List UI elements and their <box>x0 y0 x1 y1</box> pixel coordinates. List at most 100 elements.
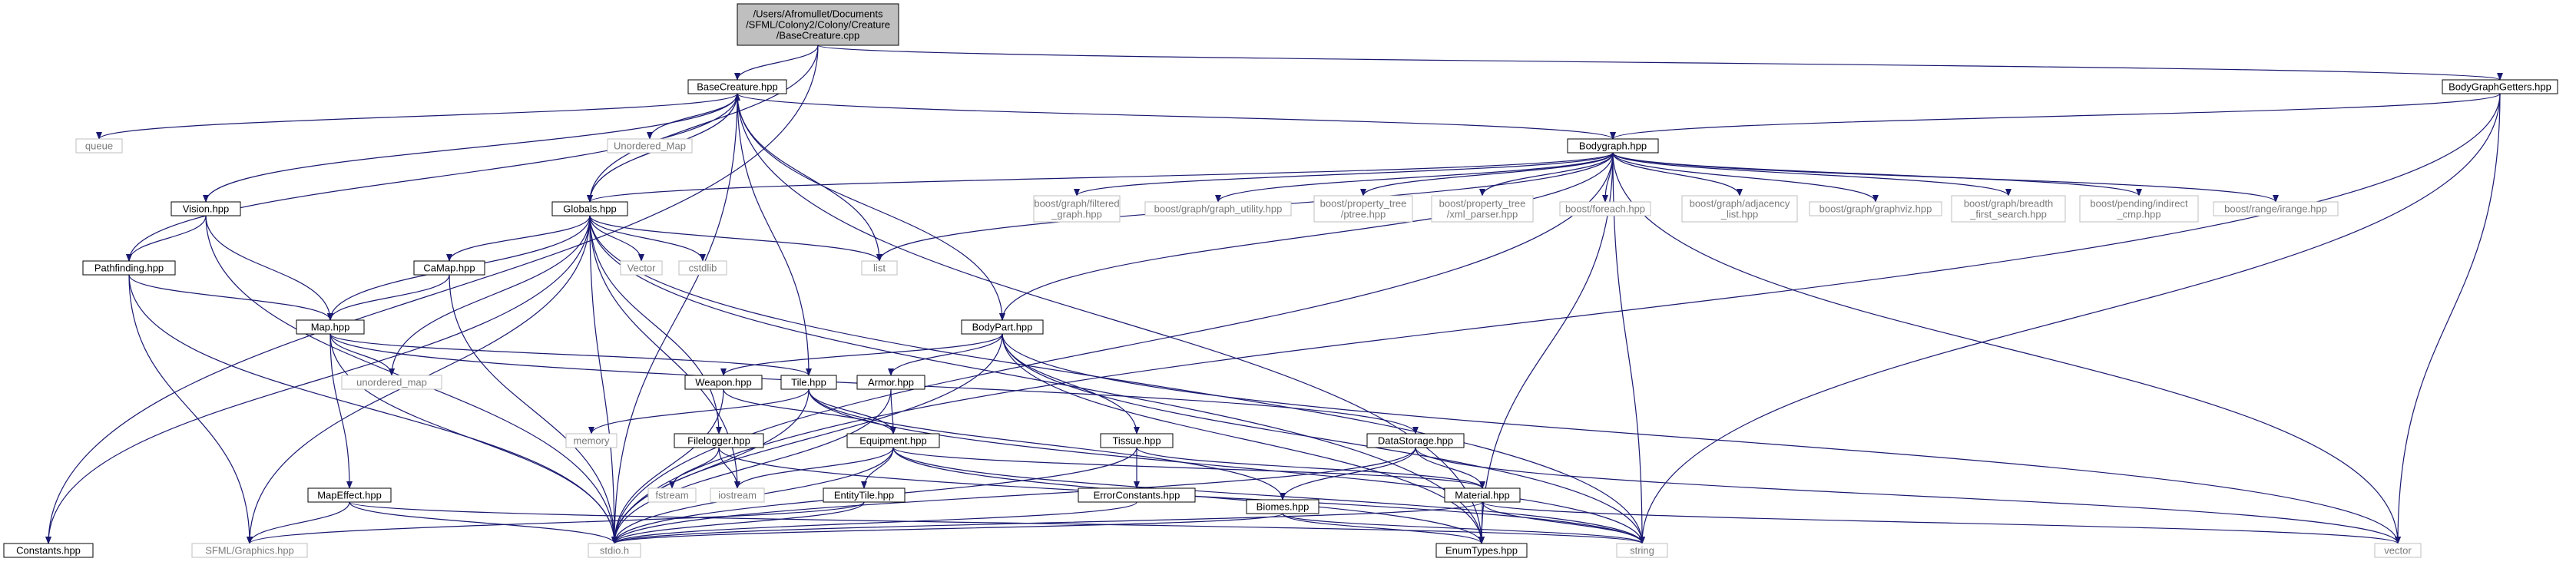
node-boost-filtered: boost/graph/filtered_graph.hpp <box>1033 195 1121 223</box>
node-bodypart-hpp[interactable]: BodyPart.hpp <box>961 319 1044 335</box>
edge-armor_hpp-to-stdio_h <box>611 388 892 544</box>
node-box <box>191 543 308 558</box>
node-box <box>678 260 727 276</box>
edge-bodygraph_hpp-to-boost_adjacency <box>1612 152 1743 197</box>
node-label: Filelogger.hpp <box>687 435 750 447</box>
node-boost-irange: boost/range/irange.hpp <box>2213 201 2339 216</box>
node-tissue-hpp[interactable]: Tissue.hpp <box>1100 433 1174 448</box>
node-box <box>1567 138 1659 154</box>
node-box <box>171 201 241 216</box>
node-box <box>551 201 628 216</box>
edge-weapon_hpp-to-equipment_hpp <box>723 388 896 434</box>
edge-globals_hpp-to-filelogger_hpp <box>589 215 722 434</box>
node-tile-hpp[interactable]: Tile.hpp <box>780 375 837 390</box>
edge-bodygraph_hpp-to-bodypart_hpp <box>999 152 1614 321</box>
edge-mapeffect_hpp-to-stdio_h <box>349 501 618 544</box>
edge-root-to-basecreature_hpp <box>734 45 819 81</box>
edge-camap_hpp-to-stdio_h <box>449 274 618 544</box>
edge-errorconstants_hpp-to-stdio_h <box>611 501 1137 544</box>
node-label: /Users/Afromullet/Documents <box>753 8 883 20</box>
node-box <box>687 79 787 94</box>
node-box <box>710 487 765 503</box>
node-vision-hpp[interactable]: Vision.hpp <box>171 201 241 216</box>
node-cstdlib: cstdlib <box>678 260 727 276</box>
node-pathfinding-hpp[interactable]: Pathfinding.hpp <box>82 260 176 276</box>
node-label: boost/foreach.hpp <box>1565 203 1645 215</box>
node-label: CaMap.hpp <box>423 263 475 274</box>
node-weapon-hpp[interactable]: Weapon.hpp <box>684 375 763 390</box>
node-box <box>413 260 485 276</box>
edge-bodygraph_hpp-to-boost_irange <box>1612 152 2279 203</box>
edge-filelogger_hpp-to-fstream <box>669 447 720 489</box>
node-globals-hpp[interactable]: Globals.hpp <box>551 201 628 216</box>
edge-biomes_hpp-to-string <box>1282 513 1645 544</box>
edge-bodygraph_hpp-to-boost_indirect_cmp <box>1612 152 2142 197</box>
edge-bodygraph_hpp-to-boost_graphviz <box>1612 152 1879 203</box>
edge-basecreature_hpp-to-stdio_h <box>611 93 738 544</box>
node-label: /xml_parser.hpp <box>1447 209 1518 220</box>
edge-biomes_hpp-to-stdio_h <box>611 513 1283 544</box>
node-box <box>307 487 392 503</box>
node-label: Equipment.hpp <box>859 435 926 447</box>
node-box <box>647 487 697 503</box>
node-entitytile-hpp[interactable]: EntityTile.hpp <box>823 487 906 503</box>
node-box <box>2079 195 2199 223</box>
edge-bodygraph_hpp-to-boost_xml_parser <box>1479 152 1614 197</box>
edge-weapon_hpp-to-stdio_h <box>611 388 724 544</box>
node-label: DataStorage.hpp <box>1378 435 1453 447</box>
node-errorconstants-hpp[interactable]: ErrorConstants.hpp <box>1078 487 1196 503</box>
edge-bodypart_hpp-to-weapon_hpp <box>720 333 1003 376</box>
node-box <box>3 543 94 558</box>
node-box <box>1444 487 1521 503</box>
node-label: /ptree.hpp <box>1341 209 1386 220</box>
node-label: BaseCreature.hpp <box>697 81 778 93</box>
node-bodygraph-hpp[interactable]: Bodygraph.hpp <box>1567 138 1659 154</box>
node-datastorage-hpp[interactable]: DataStorage.hpp <box>1366 433 1465 448</box>
node-map-hpp[interactable]: Map.hpp <box>296 319 365 335</box>
edge-bodygraphgetters_hpp-to-stdio_h <box>611 93 2501 544</box>
node-label: Bodygraph.hpp <box>1579 140 1647 152</box>
node-label: cstdlib <box>689 263 717 274</box>
node-label: boost/property_tree <box>1439 198 1526 210</box>
node-root[interactable]: /Users/Afromullet/Documents/SFML/Colony2… <box>737 3 899 46</box>
node-label: Globals.hpp <box>563 203 616 215</box>
edge-camap_hpp-to-map_hpp <box>327 274 450 321</box>
node-box <box>861 260 898 276</box>
node-label: boost/graph/graphviz.hpp <box>1819 203 1932 215</box>
node-vector-cap: Vector <box>620 260 663 276</box>
node-enumtypes-hpp[interactable]: EnumTypes.hpp <box>1435 543 1528 558</box>
node-label: _graph.hpp <box>1051 209 1102 220</box>
edge-entitytile_hpp-to-stdio_h <box>611 501 865 544</box>
node-camap-hpp[interactable]: CaMap.hpp <box>413 260 485 276</box>
edge-basecreature_hpp-to-bodypart_hpp <box>737 93 1005 321</box>
edge-datastorage_hpp-to-stdio_h <box>611 447 1416 544</box>
node-box <box>823 487 906 503</box>
edge-bodygraph_hpp-to-string <box>1612 152 1645 544</box>
node-basecreature-hpp[interactable]: BaseCreature.hpp <box>687 79 787 94</box>
edge-tile_hpp-to-basecreature_hpp <box>734 93 810 376</box>
node-bodygraphgetters-hpp[interactable]: BodyGraphGetters.hpp <box>2442 79 2558 94</box>
node-label: boost/range/irange.hpp <box>2224 203 2327 215</box>
edge-globals_hpp-to-cstdlib <box>589 215 706 262</box>
node-box <box>780 375 837 390</box>
node-label: memory <box>574 435 610 447</box>
node-mapeffect-hpp[interactable]: MapEffect.hpp <box>307 487 392 503</box>
node-box <box>2374 543 2422 558</box>
edge-material_hpp-to-stdio_h <box>611 501 1483 544</box>
node-armor-hpp[interactable]: Armor.hpp <box>856 375 925 390</box>
node-equipment-hpp[interactable]: Equipment.hpp <box>846 433 940 448</box>
node-constants-hpp[interactable]: Constants.hpp <box>3 543 94 558</box>
node-box <box>1431 195 1534 223</box>
edge-pathfinding_hpp-to-map_hpp <box>128 274 333 321</box>
node-box <box>2213 201 2339 216</box>
node-biomes-hpp[interactable]: Biomes.hpp <box>1246 499 1319 514</box>
node-filelogger-hpp[interactable]: Filelogger.hpp <box>674 433 764 448</box>
node-box <box>607 138 693 154</box>
edge-globals_hpp-to-string <box>589 215 1645 544</box>
edge-globals_hpp-to-constants_hpp <box>45 215 591 544</box>
node-layer: /Users/Afromullet/Documents/SFML/Colony2… <box>3 3 2558 558</box>
node-iostream: iostream <box>710 487 765 503</box>
node-material-hpp[interactable]: Material.hpp <box>1444 487 1521 503</box>
node-box <box>1033 195 1121 223</box>
edge-material_hpp-to-string <box>1482 501 1645 544</box>
